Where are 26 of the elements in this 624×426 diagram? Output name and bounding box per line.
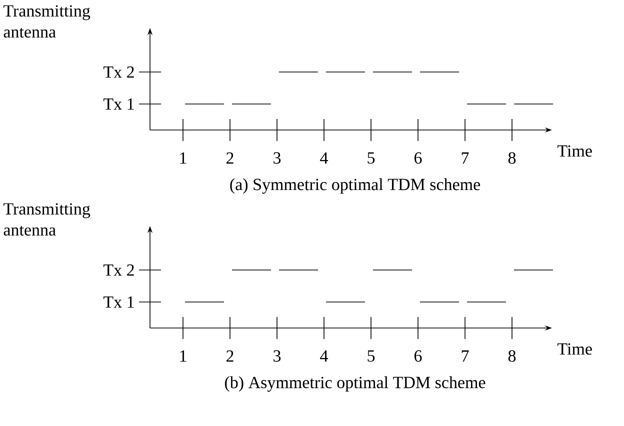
tick-label: 8 xyxy=(508,152,516,164)
tick-label: 5 xyxy=(368,350,375,362)
axis-title: Transmitting antenna xyxy=(4,5,90,38)
tick-label: Tx 2 xyxy=(103,264,134,276)
tick-label: 3 xyxy=(274,152,281,164)
tick-label: Tx 1 xyxy=(103,98,134,110)
caption: (b) Asymmetric optimal TDM scheme xyxy=(224,376,486,392)
caption: (a) Symmetric optimal TDM scheme xyxy=(230,178,480,194)
tick-label: 6 xyxy=(414,152,422,164)
axis-title: Transmitting antenna xyxy=(4,203,90,236)
tick-label: Tx 1 xyxy=(103,296,134,308)
tick-label: 7 xyxy=(462,350,469,362)
tick-label: 7 xyxy=(462,152,469,164)
tick-label: 3 xyxy=(274,350,281,362)
tick-label: 6 xyxy=(414,350,422,362)
tick-label: 4 xyxy=(320,350,328,362)
tick-label: 4 xyxy=(320,152,328,164)
tick-label: 2 xyxy=(226,350,234,362)
tick-label: 1 xyxy=(180,152,186,164)
tick-label: 8 xyxy=(508,350,516,362)
tick-label: 2 xyxy=(226,152,234,164)
tick-label: 5 xyxy=(368,152,375,164)
tick-label: 1 xyxy=(180,350,186,362)
tick-label: Tx 2 xyxy=(103,66,134,78)
axis-title: Time xyxy=(558,145,592,157)
axis-title: Time xyxy=(558,343,592,355)
